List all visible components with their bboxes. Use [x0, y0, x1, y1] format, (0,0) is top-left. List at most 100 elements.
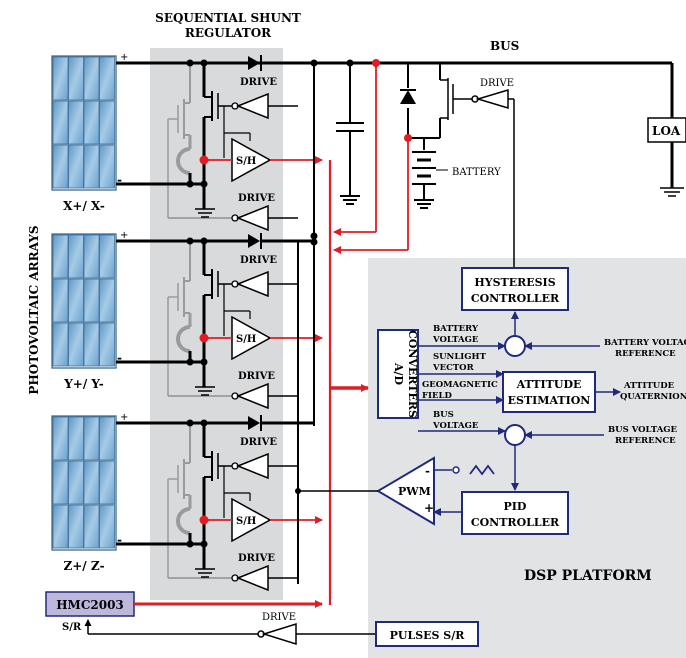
- solar-panel-1: X+/ X-+-: [51, 52, 128, 213]
- battery-switch-drive-label: DRIVE: [480, 78, 514, 89]
- ad-converters-box: [377, 329, 419, 419]
- pid-line2: CONTROLLER: [471, 516, 560, 529]
- solar-cell: [68, 322, 84, 367]
- sr-label: S/R: [62, 622, 82, 633]
- solar-cell: [52, 504, 69, 549]
- hysteresis-line1: HYSTERESIS: [474, 276, 555, 289]
- bus-sense-line: [333, 63, 409, 254]
- label-bus-voltage-1: BUS: [433, 410, 454, 420]
- solar-cell: [83, 416, 100, 461]
- panel-plus: +: [120, 412, 128, 423]
- load-box: [647, 117, 686, 143]
- label-geomag-1: GEOMAGNETIC: [422, 380, 498, 390]
- battery-diode-icon: [400, 90, 416, 104]
- pwm-comparator: [376, 456, 435, 526]
- hmc2003-box: [45, 591, 135, 617]
- load-ground-icon: [660, 187, 684, 197]
- sr-drive-path: [84, 619, 376, 646]
- solar-cell: [52, 278, 69, 323]
- svg-text:CONVERTERS: CONVERTERS: [406, 330, 419, 418]
- pid-controller-box: [461, 491, 569, 535]
- label-bus-ref-2: REFERENCE: [615, 436, 676, 446]
- hysteresis-line2: CONTROLLER: [471, 292, 560, 305]
- battery-label: BATTERY: [452, 167, 501, 178]
- sh-label: S/H: [236, 156, 256, 167]
- solar-cell: [83, 100, 100, 145]
- solar-cell: [52, 56, 69, 101]
- drive-label: DRIVE: [238, 553, 275, 564]
- panel-minus: -: [117, 351, 122, 365]
- dsp-platform-panel: [368, 258, 686, 658]
- cap-junction: [346, 59, 354, 67]
- regulator-title-line1: SEQUENTIAL SHUNT: [155, 11, 301, 25]
- current-sensor-icon: [176, 147, 191, 175]
- load-label: LOA: [652, 124, 681, 138]
- panel-label: Z+/ Z-: [63, 559, 104, 573]
- shunt-unit-1: DRIVE S/H DRIVE: [116, 55, 323, 232]
- solar-cell: [83, 278, 100, 323]
- pwm-label: PWM: [398, 485, 431, 498]
- drive-label: DRIVE: [238, 371, 275, 382]
- battery-sum-junction: [504, 335, 526, 357]
- solar-cell: [99, 322, 115, 367]
- solar-cell: [68, 100, 84, 145]
- solar-cell: [52, 460, 69, 505]
- label-battery-voltage-1: BATTERY: [433, 324, 479, 334]
- hmc2003-label: HMC2003: [56, 598, 124, 612]
- solar-cell: [99, 416, 115, 461]
- solar-cell: [99, 100, 115, 145]
- label-battery-voltage-2: VOLTAGE: [432, 335, 479, 345]
- drive-label: DRIVE: [238, 193, 275, 204]
- solar-cell: [99, 56, 115, 101]
- svg-text:A/D: A/D: [392, 362, 405, 386]
- solar-panel-frame: [51, 233, 117, 369]
- diode-icon: [248, 56, 260, 70]
- solar-cell: [68, 460, 84, 505]
- panel-minus: -: [117, 533, 122, 547]
- sensor-bus: [328, 160, 369, 605]
- label-batt-ref-2: REFERENCE: [615, 349, 676, 359]
- drive-label: DRIVE: [240, 437, 277, 448]
- label-geomag-2: FIELD: [422, 391, 452, 401]
- solar-cell: [99, 504, 115, 549]
- label-batt-ref-1: BATTERY VOLTAGE: [604, 338, 686, 348]
- solar-cell: [99, 144, 115, 189]
- sr-drive-label: DRIVE: [262, 612, 296, 623]
- solar-cell: [83, 460, 100, 505]
- panel-plus: +: [120, 52, 128, 63]
- sense-junction: [199, 333, 209, 343]
- solar-panel-frame: [51, 415, 117, 551]
- sense-junction: [199, 155, 209, 165]
- panel-label: X+/ X-: [63, 199, 105, 213]
- label-quat-2: QUATERNION: [620, 392, 686, 402]
- drive-label: DRIVE: [240, 77, 277, 88]
- solar-panel-frame: [51, 55, 117, 191]
- solar-panel-2: Y+/ Y- + -: [51, 230, 128, 391]
- solar-cell: [68, 56, 84, 101]
- solar-cell: [68, 144, 84, 189]
- solar-cell: [52, 234, 69, 279]
- solar-cell: [52, 322, 69, 367]
- label-bus-ref-1: BUS VOLTAGE: [608, 425, 678, 435]
- current-sensor-icon: [176, 507, 191, 535]
- dsp-signal-lines: [418, 311, 621, 516]
- bus-sense-junction: [372, 59, 380, 67]
- drive-label: DRIVE: [240, 255, 277, 266]
- attitude-line2: ESTIMATION: [508, 394, 591, 407]
- ad-converters-label: A/D: [392, 362, 405, 386]
- panel-plus: +: [120, 230, 128, 241]
- label-quat-1: ATTITUDE: [623, 381, 675, 391]
- label-bus-voltage-2: VOLTAGE: [432, 421, 479, 431]
- dsp-platform-label: DSP PLATFORM: [524, 568, 652, 584]
- pid-line1: PID: [504, 500, 527, 513]
- pwm-minus: -: [425, 464, 430, 478]
- shunt-regulator-panel: [150, 48, 283, 600]
- label-sunlight-1: SUNLIGHT: [433, 352, 487, 362]
- solar-cell: [83, 504, 100, 549]
- panel-label: Y+/ Y-: [63, 377, 104, 391]
- solar-panel-3: Z+/ Z- + -: [51, 412, 128, 573]
- solar-cell: [83, 144, 100, 189]
- solar-cell: [52, 144, 69, 189]
